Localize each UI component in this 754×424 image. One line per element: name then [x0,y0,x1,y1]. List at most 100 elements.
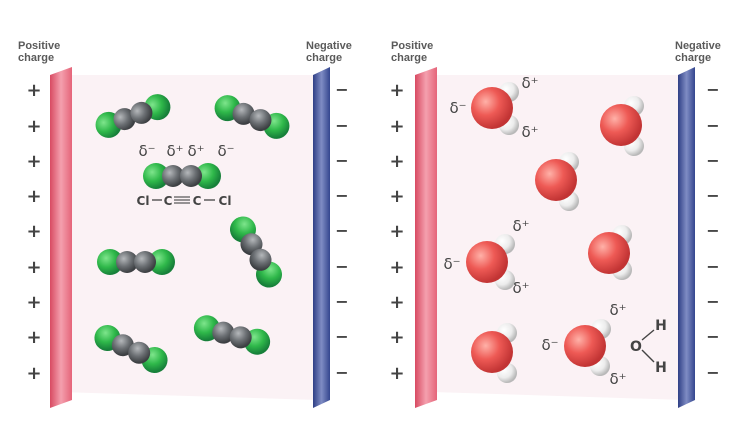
left-chamber [60,75,318,400]
dichloroacetylene-molecule [143,163,221,189]
plus-sign: + [389,116,404,137]
o-h-bond [641,349,655,363]
minus-sign: − [335,363,348,382]
water-molecule [600,96,644,156]
water-molecule [588,225,632,280]
plus-sign: + [26,363,41,384]
label-line: Negative [675,40,721,52]
oxygen-atom [535,159,577,201]
delta-plus-label: δ⁺ [521,123,538,141]
carbon-atom [134,251,156,273]
plus-sign: + [26,80,41,101]
minus-sign: − [706,221,719,240]
carbon-atom [116,251,138,273]
delta-minus-label: δ⁻ [541,336,558,354]
right-chamber [432,75,685,400]
carbon-atom [232,102,255,125]
plus-sign: + [26,327,41,348]
delta-plus-label: δ⁺ [512,279,529,297]
delta-plus-label: δ⁺ [609,370,626,388]
atom-symbol-label: C [164,194,173,208]
carbon-atom [249,109,272,132]
minus-sign: − [335,292,348,311]
right-negative-charge-label: Negative charge [675,40,721,64]
o-h-bond [641,329,655,341]
water-molecule [471,323,517,383]
water-molecule [564,319,611,376]
oxygen-atom [600,104,642,146]
right-positive-plate [415,67,437,408]
minus-sign: − [706,292,719,311]
plus-sign: + [26,186,41,207]
label-line: charge [306,52,343,64]
plus-sign: + [26,151,41,172]
minus-sign: − [335,257,348,276]
atom-symbol-label: Cl [219,194,232,208]
left-positive-charge-label: Positive charge [18,40,60,64]
left-negative-plate [313,67,330,408]
minus-sign: − [706,327,719,346]
minus-sign: − [335,327,348,346]
partial-charge-label: δ⁺ [166,142,183,160]
water-formula-hydrogen: H [655,318,667,334]
plus-sign: + [26,221,41,242]
right-negative-plate [678,67,695,408]
minus-sign: − [706,116,719,135]
carbon-atom [249,248,272,271]
right-positive-charge-label: Positive charge [391,40,433,64]
dichloroacetylene-molecule [193,315,271,355]
partial-charge-label: δ⁺ [187,142,204,160]
water-formula-hydrogen: H [655,360,667,376]
plus-sign: + [26,292,41,313]
plus-sign: + [389,186,404,207]
left-positive-plate [50,67,72,408]
plus-sign: + [389,221,404,242]
dichloroacetylene-molecule [230,216,282,288]
minus-sign: − [335,116,348,135]
plus-sign: + [389,151,404,172]
carbon-atom [111,334,134,357]
left-negative-charge-label: Negative charge [306,40,352,64]
water-formula-oxygen: O [630,339,642,355]
delta-minus-label: δ⁻ [449,99,466,117]
delta-plus-label: δ⁺ [521,74,538,92]
delta-plus-label: δ⁺ [512,217,529,235]
oxygen-atom [466,241,508,283]
minus-sign: − [335,151,348,170]
water-molecule [471,82,519,135]
label-line: Negative [306,40,352,52]
dichloroacetylene-molecule [94,325,168,373]
plus-sign: + [389,257,404,278]
plus-sign: + [389,292,404,313]
dichloroacetylene-molecule [97,249,175,275]
minus-sign: − [706,257,719,276]
label-line: charge [18,52,55,64]
plus-sign: + [26,257,41,278]
carbon-atom [130,101,153,124]
dichloroacetylene-molecule [95,94,171,138]
left-panel: Positive charge Negative charge [18,40,352,64]
water-molecule [535,152,579,211]
plus-sign: + [389,363,404,384]
partial-charge-label: δ⁻ [138,142,155,160]
minus-sign: − [335,221,348,240]
carbon-atom [180,165,202,187]
carbon-atom [128,341,151,364]
label-line: charge [675,52,712,64]
label-line: Positive [391,40,434,52]
atom-symbol-label: C [193,194,202,208]
minus-sign: − [706,80,719,99]
minus-sign: − [706,151,719,170]
atom-symbol-label: Cl [137,194,150,208]
minus-sign: − [706,186,719,205]
dichloroacetylene-molecule [214,95,290,139]
delta-plus-label: δ⁺ [609,301,626,319]
minus-sign: − [335,186,348,205]
oxygen-atom [564,325,606,367]
carbon-atom [229,326,252,349]
chlorine-atom [195,163,221,189]
label-line: charge [391,52,428,64]
delta-minus-label: δ⁻ [443,255,460,273]
label-line: Positive [18,40,61,52]
carbon-atom [113,108,136,131]
